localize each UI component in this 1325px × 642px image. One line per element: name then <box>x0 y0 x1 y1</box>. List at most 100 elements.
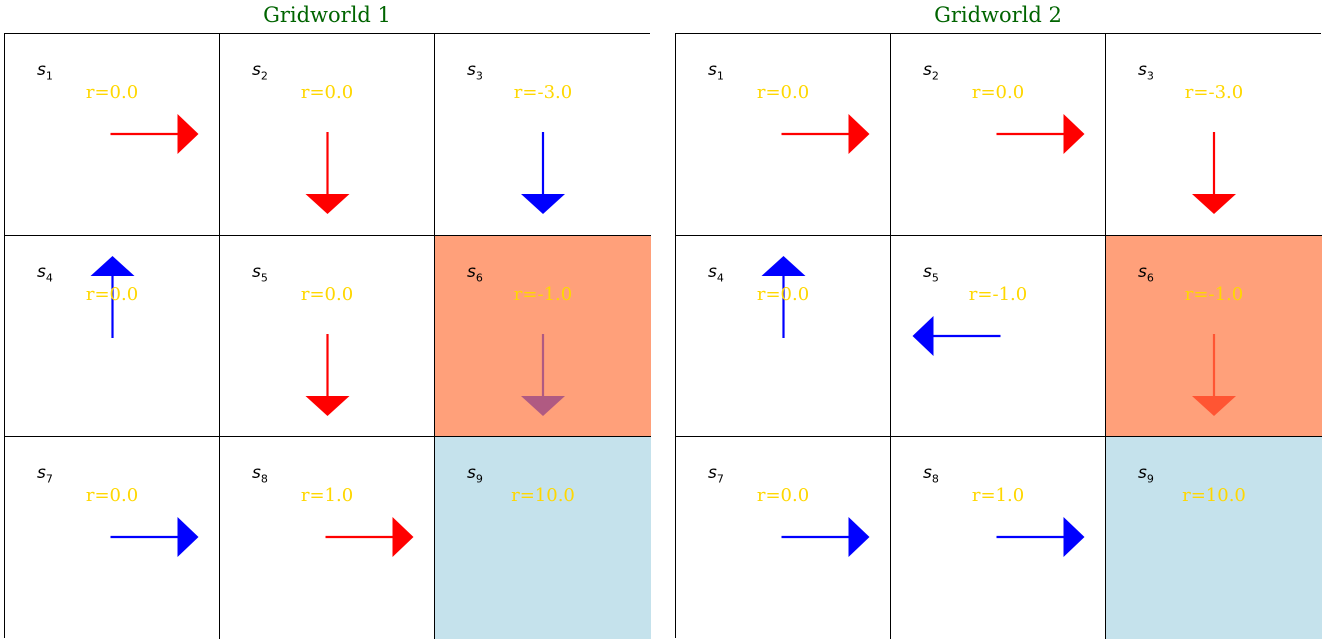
reward-label: r=-1.0 <box>1184 284 1244 305</box>
state-label: s7 <box>708 463 724 485</box>
state-label: s3 <box>467 60 483 82</box>
reward-label: r=10.0 <box>1182 485 1246 506</box>
reward-label: r=-3.0 <box>1184 82 1244 103</box>
state-index: 1 <box>716 69 724 83</box>
grid-cell-s2: s2 r=0.0 <box>220 34 435 236</box>
grid-cell-s7: s7 r=0.0 <box>676 437 891 639</box>
reward-label: r=-1.0 <box>513 284 573 305</box>
grid-cell-s8: s8 r=1.0 <box>220 437 435 639</box>
state-symbol: s <box>467 262 476 282</box>
state-index: 7 <box>716 472 724 486</box>
arrow-head <box>177 114 199 154</box>
state-label: s5 <box>252 262 268 284</box>
reward-label: r=0.0 <box>756 284 810 305</box>
grid-cell-s6: s6 r=-1.0 <box>435 236 651 437</box>
state-index: 8 <box>931 472 939 486</box>
arrow-head <box>1192 194 1236 214</box>
state-symbol: s <box>37 262 46 282</box>
state-index: 3 <box>475 69 483 83</box>
arrow-head <box>392 517 414 557</box>
grid-cell-s4: s4 r=0.0 <box>5 236 220 437</box>
state-symbol: s <box>467 60 476 80</box>
state-label: s6 <box>467 262 483 284</box>
state-index: 5 <box>931 271 939 285</box>
reward-label: r=0.0 <box>85 485 139 506</box>
arrow-head <box>912 316 934 356</box>
state-index: 9 <box>475 472 483 486</box>
state-label: s1 <box>37 60 53 82</box>
state-index: 4 <box>45 271 53 285</box>
reward-label: r=0.0 <box>300 82 354 103</box>
arrow-head <box>1063 114 1085 154</box>
reward-label: r=0.0 <box>85 82 139 103</box>
arrow-head <box>521 396 565 416</box>
grid-cell-s4: s4 r=0.0 <box>676 236 891 437</box>
arrow-head <box>1063 517 1085 557</box>
state-symbol: s <box>252 262 261 282</box>
state-label: s7 <box>37 463 53 485</box>
grid-cell-s2: s2 r=0.0 <box>891 34 1106 236</box>
reward-label: r=0.0 <box>756 82 810 103</box>
state-index: 3 <box>1146 69 1154 83</box>
grid-cell-s3: s3 r=-3.0 <box>1106 34 1322 236</box>
state-symbol: s <box>252 60 261 80</box>
reward-label: r=0.0 <box>756 485 810 506</box>
arrow-head <box>848 517 870 557</box>
state-index: 2 <box>260 69 268 83</box>
reward-label: r=1.0 <box>300 485 354 506</box>
state-label: s8 <box>252 463 268 485</box>
arrow-head <box>177 517 199 557</box>
state-symbol: s <box>467 463 476 483</box>
reward-label: r=-3.0 <box>513 82 573 103</box>
state-symbol: s <box>923 463 932 483</box>
grid-cell-s3: s3 r=-3.0 <box>435 34 651 236</box>
arrow-head <box>761 256 806 276</box>
state-symbol: s <box>37 463 46 483</box>
state-index: 6 <box>1146 271 1154 285</box>
state-label: s2 <box>923 60 939 82</box>
reward-label: r=0.0 <box>971 82 1025 103</box>
grid-cell-s5: s5 r=0.0 <box>220 236 435 437</box>
grid-cell-s7: s7 r=0.0 <box>5 437 220 639</box>
grid-cell-s8: s8 r=1.0 <box>891 437 1106 639</box>
reward-label: r=10.0 <box>511 485 575 506</box>
reward-label: r=0.0 <box>300 284 354 305</box>
state-index: 1 <box>45 69 53 83</box>
arrow-head <box>848 114 870 154</box>
state-symbol: s <box>252 463 261 483</box>
state-label: s5 <box>923 262 939 284</box>
state-index: 4 <box>716 271 724 285</box>
arrow-head <box>305 194 350 214</box>
state-symbol: s <box>1138 262 1147 282</box>
state-symbol: s <box>708 262 717 282</box>
state-label: s4 <box>37 262 53 284</box>
state-label: s1 <box>708 60 724 82</box>
state-label: s2 <box>252 60 268 82</box>
state-symbol: s <box>923 60 932 80</box>
reward-label: r=1.0 <box>971 485 1025 506</box>
state-symbol: s <box>37 60 46 80</box>
state-symbol: s <box>708 60 717 80</box>
state-index: 5 <box>260 271 268 285</box>
grid-cell-s9: s9 r=10.0 <box>435 437 651 639</box>
state-index: 6 <box>475 271 483 285</box>
gridworld-1-title: Gridworld 1 <box>263 3 391 27</box>
grid-cell-s6: s6 r=-1.0 <box>1106 236 1322 437</box>
arrow-head <box>90 256 135 276</box>
arrow-head <box>1192 396 1236 416</box>
state-symbol: s <box>1138 463 1147 483</box>
state-label: s9 <box>467 463 483 485</box>
arrow-head <box>521 194 565 214</box>
state-label: s3 <box>1138 60 1154 82</box>
reward-label: r=0.0 <box>85 284 139 305</box>
state-index: 9 <box>1146 472 1154 486</box>
state-symbol: s <box>923 262 932 282</box>
state-label: s8 <box>923 463 939 485</box>
state-index: 8 <box>260 472 268 486</box>
grid-cell-s1: s1 r=0.0 <box>676 34 891 236</box>
